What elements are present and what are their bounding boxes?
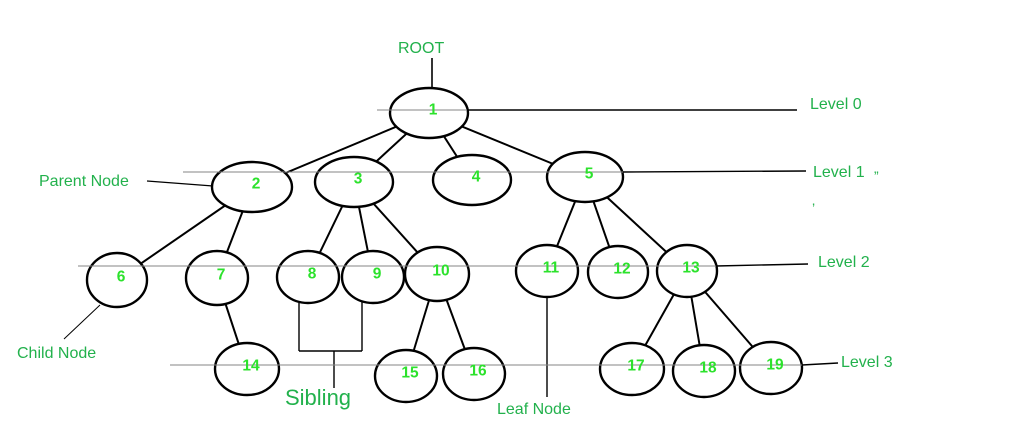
tree-node-number-1: 1 [429,102,438,119]
level-3-label: Level 3 [841,354,893,371]
leaf-node-label: Leaf Node [497,401,571,418]
tree-node-number-17: 17 [627,358,644,375]
tree-node-number-12: 12 [613,261,630,278]
parent-node-pointer [146,180,214,187]
tree-node-number-11: 11 [543,260,560,277]
tree-node-12 [586,244,650,300]
tree-node-number-14: 14 [242,358,260,375]
tree-node-17 [598,341,666,397]
level-1-label: Level 1 [813,164,865,181]
tree-node-number-10: 10 [432,263,449,280]
tree-node-number-19: 19 [766,357,784,374]
tree-node-number-3: 3 [354,171,363,188]
tree-node-11 [514,243,580,299]
level-0-label: Level 0 [810,96,862,113]
tree-node-19 [738,340,804,396]
tree-node-number-18: 18 [699,360,717,377]
tree-node-7 [184,249,250,307]
level-2-line-black [715,263,809,267]
tree-node-5 [545,150,625,204]
tree-node-number-15: 15 [401,365,419,382]
tree-node-18 [671,343,737,399]
tree-node-number-9: 9 [373,266,382,283]
tree-node-2 [210,160,294,214]
tree-node-number-8: 8 [308,266,317,283]
level-3-line-black [801,362,839,366]
tree-node-number-16: 16 [469,363,487,380]
tree-node-number-2: 2 [252,176,261,193]
level-1-line-black [622,170,807,173]
tree-node-10 [403,245,471,303]
child-node-label: Child Node [17,345,97,362]
tree-node-15 [373,348,439,404]
tree-node-13 [655,243,719,299]
stray-mark: ’ [812,200,816,216]
tree-node-number-4: 4 [472,169,481,186]
tree-node-number-13: 13 [682,260,700,277]
child-node-pointer [63,304,101,340]
tree-node-number-7: 7 [217,267,226,284]
tree-node-3 [313,155,395,209]
root-label: ROOT [398,40,445,57]
level-2-label: Level 2 [818,254,870,271]
sibling-label: Sibling [285,385,352,410]
tree-node-1 [388,86,470,140]
tree-node-14 [213,341,281,397]
tree-node-number-5: 5 [585,166,594,183]
tree-node-16 [441,346,507,402]
tree-node-8 [275,249,341,305]
tree-node-number-6: 6 [117,269,126,286]
stray-mark: ” [874,168,879,184]
parent-node-label: Parent Node [39,173,129,190]
tree-node-4 [431,153,513,207]
